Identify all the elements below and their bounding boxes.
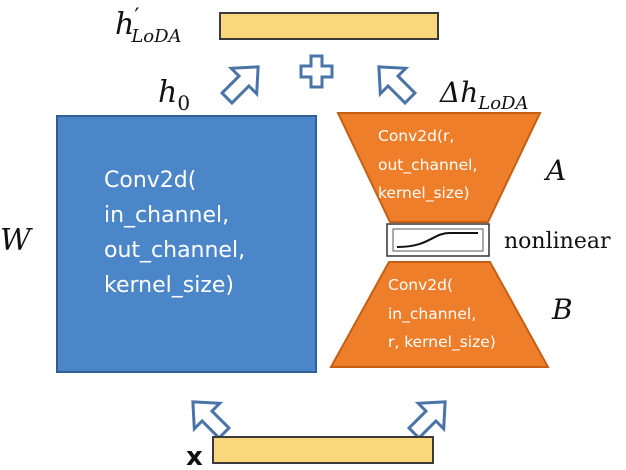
conv-b-line-2: in_channel, — [388, 305, 476, 324]
h0-label-sub: 0 — [177, 91, 190, 115]
main-conv-line-2: in_channel, — [104, 203, 229, 228]
conv-a-block — [336, 112, 542, 223]
h0-arrow-icon — [212, 52, 273, 113]
matrix-a-label: A — [543, 154, 566, 187]
output-label: h′LoDA — [115, 5, 182, 47]
conv-b-line-3: r, kernel_size) — [388, 333, 496, 352]
main-conv-line-3: out_channel, — [104, 238, 245, 263]
conv-a-text: Conv2d(r, out_channel, kernel_size) — [378, 127, 482, 203]
main-conv-line-4: kernel_size) — [104, 273, 234, 298]
output-feature-bar — [219, 12, 439, 40]
conv-b-line-1: Conv2d( — [388, 276, 453, 294]
delta-h-label-sub: LoDA — [477, 93, 528, 114]
conv-a-line-3: kernel_size) — [378, 184, 470, 203]
conv-a-line-2: out_channel, — [378, 156, 477, 175]
sigmoid-curve-icon — [396, 232, 478, 248]
main-conv-line-1: Conv2d( — [104, 168, 196, 193]
main-conv-block — [56, 115, 317, 373]
conv-a-line-1: Conv2d(r, — [378, 127, 454, 145]
input-feature-bar — [212, 436, 434, 464]
conv-b-block — [329, 261, 550, 368]
input-label: x — [186, 442, 203, 470]
main-conv-text: Conv2d( in_channel, out_channel, kernel_… — [104, 168, 252, 298]
matrix-b-label: B — [551, 293, 573, 326]
h0-label-main: h — [158, 75, 177, 110]
nonlinearity-box — [386, 223, 490, 257]
output-label-main: h — [115, 7, 134, 42]
h0-label: h0 — [158, 75, 190, 115]
weight-label: W — [0, 223, 33, 258]
output-label-prime: ′ — [134, 5, 139, 30]
delta-h-label-main: Δh — [439, 76, 478, 109]
delta-h-label: ΔhLoDA — [439, 76, 529, 114]
conv-b-text: Conv2d( in_channel, r, kernel_size) — [388, 276, 496, 352]
delta-h-arrow-icon — [364, 52, 425, 113]
nonlinear-label: nonlinear — [504, 229, 611, 254]
output-label-sub: LoDA — [130, 26, 181, 47]
plus-icon — [299, 54, 334, 89]
